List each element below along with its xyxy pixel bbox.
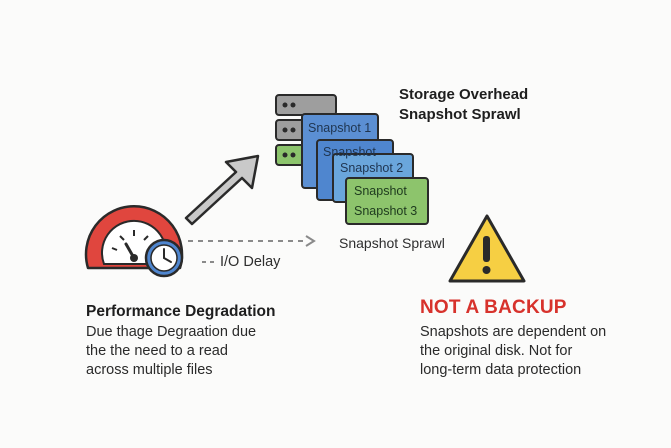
warning-heading: NOT A BACKUP xyxy=(420,297,567,318)
io-delay-connector xyxy=(188,235,316,263)
snapshot-label-4: Snapshot xyxy=(354,184,407,198)
performance-desc-line2: the the need to a read xyxy=(86,343,228,359)
io-delay-label: I/O Delay xyxy=(220,254,281,270)
snapshot-label-5: Snapshot 3 xyxy=(354,204,418,218)
warning-desc-line2: the original disk. Not for xyxy=(420,343,573,359)
snapshot-stack xyxy=(301,113,429,225)
storage-heading-line2: Snapshot Sprawl xyxy=(399,106,521,123)
performance-desc-line3: across multiple files xyxy=(86,362,213,378)
warning-desc-line1: Snapshots are dependent on xyxy=(420,324,607,340)
snapshot-label-1: Snapshot 1 xyxy=(308,121,372,135)
warning-triangle-icon xyxy=(448,214,526,283)
performance-heading: Performance Degradation xyxy=(86,303,276,320)
clock-icon xyxy=(144,238,184,278)
snapshot-label-3: Snapshot 2 xyxy=(340,161,404,175)
storage-heading-line1: Storage Overhead xyxy=(399,86,529,103)
snapshot-label-2: Snapshot xyxy=(323,145,376,159)
performance-desc-line1: Due thage Degraation due xyxy=(86,324,257,340)
snapshot-card-4 xyxy=(345,177,429,225)
growth-arrow-icon xyxy=(184,154,260,226)
warning-desc-line3: long-term data protection xyxy=(420,362,582,378)
sprawl-caption: Snapshot Sprawl xyxy=(339,235,445,251)
